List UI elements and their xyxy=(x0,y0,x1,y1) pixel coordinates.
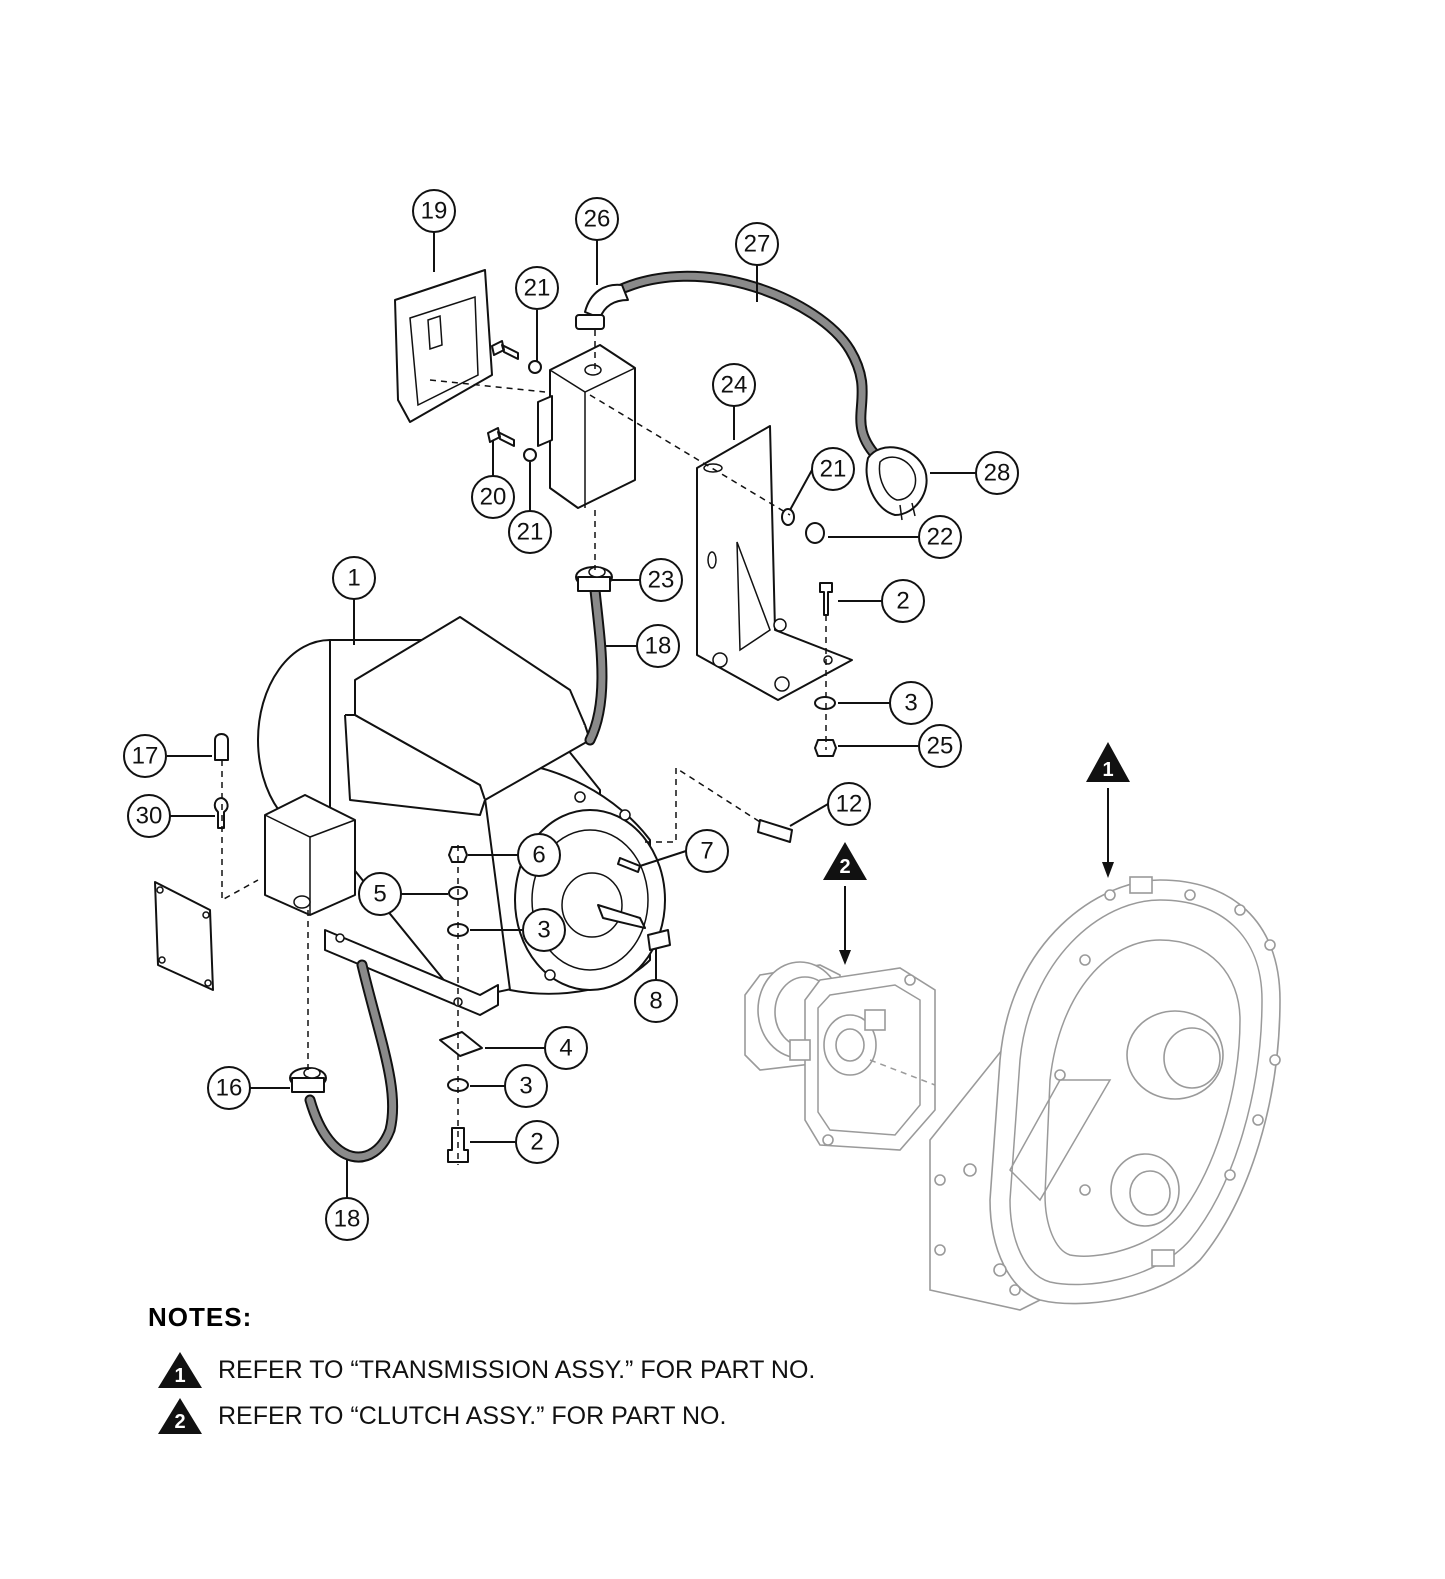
callout-25: 25 xyxy=(918,724,962,768)
screw-upper xyxy=(491,340,519,360)
callout-27: 27 xyxy=(735,222,779,266)
callout-23: 23 xyxy=(639,558,683,602)
marker-transmission: 1 xyxy=(1086,742,1130,878)
svg-text:4: 4 xyxy=(559,1035,572,1062)
callout-30: 30 xyxy=(127,794,171,838)
callout-19: 19 xyxy=(412,189,456,233)
washer-21b xyxy=(781,508,795,526)
svg-text:2: 2 xyxy=(896,588,909,615)
callout-18: 18 xyxy=(325,1197,369,1241)
clutch-assembly-ghost xyxy=(744,961,936,1151)
callout-20: 20 xyxy=(471,475,515,519)
bolt-2-upper xyxy=(819,582,833,616)
svg-text:16: 16 xyxy=(216,1075,243,1102)
svg-text:22: 22 xyxy=(927,524,954,551)
callout-3: 3 xyxy=(522,908,566,952)
svg-text:21: 21 xyxy=(820,456,847,483)
switch-box xyxy=(537,344,636,509)
shim-4 xyxy=(439,1031,483,1057)
callout-1: 1 xyxy=(332,556,376,600)
washer-21a xyxy=(528,360,542,374)
connector-16 xyxy=(289,1067,327,1093)
svg-text:12: 12 xyxy=(836,791,863,818)
junction-cover-plate xyxy=(154,881,214,991)
svg-text:23: 23 xyxy=(648,567,675,594)
nut-22 xyxy=(805,522,825,544)
terminal-17 xyxy=(214,733,229,761)
callout-6: 6 xyxy=(517,833,561,877)
mounting-bracket xyxy=(696,425,853,701)
callout-7: 7 xyxy=(685,829,729,873)
callout-22: 22 xyxy=(918,515,962,559)
callout-2: 2 xyxy=(881,579,925,623)
svg-text:2: 2 xyxy=(530,1129,543,1156)
motor xyxy=(257,616,666,1016)
svg-text:25: 25 xyxy=(927,733,954,760)
stud-12 xyxy=(757,819,793,843)
svg-text:1: 1 xyxy=(1102,759,1113,781)
svg-text:2: 2 xyxy=(839,856,850,878)
svg-text:3: 3 xyxy=(537,917,550,944)
callout-16: 16 xyxy=(207,1066,251,1110)
callout-21: 21 xyxy=(811,447,855,491)
notes-section: NOTES: 1 REFER TO “TRANSMISSION ASSY.” F… xyxy=(148,1302,1148,1439)
callout-3: 3 xyxy=(504,1064,548,1108)
washer-21c xyxy=(523,448,537,462)
transmission-assembly-ghost xyxy=(929,876,1281,1311)
svg-text:18: 18 xyxy=(645,633,672,660)
washer-3-upper xyxy=(814,696,836,710)
svg-text:27: 27 xyxy=(744,231,771,258)
note-item: 2 REFER TO “CLUTCH ASSY.” FOR PART NO. xyxy=(156,1393,1148,1439)
note-item: 1 REFER TO “TRANSMISSION ASSY.” FOR PART… xyxy=(156,1347,1148,1393)
callout-21: 21 xyxy=(515,266,559,310)
svg-text:1: 1 xyxy=(174,1365,185,1387)
note-text: REFER TO “TRANSMISSION ASSY.” FOR PART N… xyxy=(218,1355,816,1384)
screw-20 xyxy=(487,427,515,447)
triangle-2-icon: 2 xyxy=(158,1398,202,1434)
plug xyxy=(865,446,928,521)
svg-text:30: 30 xyxy=(136,803,163,830)
svg-text:20: 20 xyxy=(480,484,507,511)
callout-3: 3 xyxy=(889,681,933,725)
notes-title: NOTES: xyxy=(148,1302,253,1332)
callout-28: 28 xyxy=(975,451,1019,495)
note-text: REFER TO “CLUTCH ASSY.” FOR PART NO. xyxy=(218,1401,727,1430)
connector-23 xyxy=(575,566,613,592)
bushing-8 xyxy=(647,929,671,951)
svg-text:21: 21 xyxy=(517,519,544,546)
elbow-connector xyxy=(584,283,629,319)
svg-text:1: 1 xyxy=(347,565,360,592)
svg-text:28: 28 xyxy=(984,460,1011,487)
callout-21: 21 xyxy=(508,510,552,554)
terminal-30 xyxy=(213,797,229,829)
callout-8: 8 xyxy=(634,979,678,1023)
svg-text:26: 26 xyxy=(584,206,611,233)
svg-text:3: 3 xyxy=(519,1073,532,1100)
switch-cover xyxy=(394,269,493,423)
svg-text:18: 18 xyxy=(334,1206,361,1233)
svg-text:6: 6 xyxy=(532,842,545,869)
svg-text:17: 17 xyxy=(132,743,159,770)
callout-12: 12 xyxy=(827,782,871,826)
callout-26: 26 xyxy=(575,197,619,241)
callout-4: 4 xyxy=(544,1026,588,1070)
callout-5: 5 xyxy=(358,872,402,916)
nut-6 xyxy=(448,846,468,863)
svg-text:5: 5 xyxy=(373,881,386,908)
callout-24: 24 xyxy=(712,363,756,407)
triangle-1-icon: 1 xyxy=(158,1352,202,1388)
svg-text:21: 21 xyxy=(524,275,551,302)
svg-text:3: 3 xyxy=(904,690,917,717)
svg-text:8: 8 xyxy=(649,988,662,1015)
svg-text:19: 19 xyxy=(421,198,448,225)
callout-2: 2 xyxy=(515,1120,559,1164)
marker-clutch: 2 xyxy=(823,842,867,965)
svg-text:7: 7 xyxy=(700,838,713,865)
key-7 xyxy=(617,857,641,873)
callout-17: 17 xyxy=(123,734,167,778)
svg-text:24: 24 xyxy=(721,372,748,399)
callout-18: 18 xyxy=(636,624,680,668)
svg-text:2: 2 xyxy=(174,1411,185,1433)
